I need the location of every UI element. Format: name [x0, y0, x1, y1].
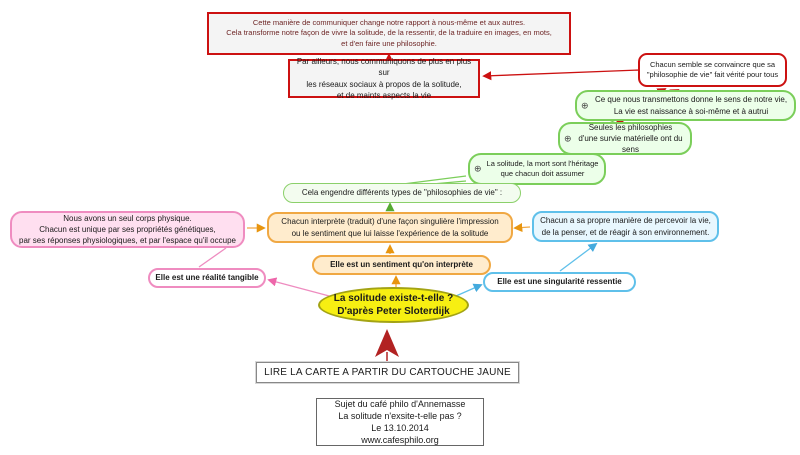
node-survie-materielle[interactable]: ⊕ Seules les philosophies d'une survie m…: [558, 122, 692, 155]
node-heritage[interactable]: ⊕ La solitude, la mort sont l'héritage q…: [468, 153, 606, 185]
node-types-philosophies[interactable]: Cela engendre différents types de "philo…: [283, 183, 521, 203]
node-perception[interactable]: Chacun a sa propre manière de percevoir …: [532, 211, 719, 242]
node-transmission-sens[interactable]: ⊕ Ce que nous transmettons donne le sens…: [575, 90, 796, 121]
read-instruction-box: LIRE LA CARTE A PARTIR DU CARTOUCHE JAUN…: [256, 362, 519, 383]
branch-label-realite-tangible[interactable]: Elle est une réalité tangible: [148, 268, 266, 288]
credit-box: Sujet du café philo d'Annemasse La solit…: [316, 398, 484, 446]
node-transmission-sens-label: Ce que nous transmettons donne le sens d…: [594, 95, 788, 116]
node-corps-physique[interactable]: Nous avons un seul corps physique. Chacu…: [10, 211, 245, 248]
node-survie-materielle-label: Seules les philosophies d'une survie mat…: [578, 122, 683, 155]
node-heritage-label: La solitude, la mort sont l'héritage que…: [486, 158, 599, 179]
branch-label-singularite-ressentie[interactable]: Elle est une singularité ressentie: [483, 272, 636, 292]
expand-icon[interactable]: ⊕: [564, 133, 572, 143]
node-interpretation[interactable]: Chacun interprète (traduit) d'une façon …: [267, 212, 513, 243]
central-topic[interactable]: La solitude existe-t-elle ? D'après Pete…: [318, 287, 469, 323]
expand-icon[interactable]: ⊕: [581, 100, 589, 110]
node-reseaux-sociaux[interactable]: Par ailleurs, nous communiquons de plus …: [288, 57, 480, 100]
node-philosophie-verite[interactable]: Chacun semble se convaincre que sa "phil…: [638, 53, 787, 87]
node-communication-change[interactable]: Cette manière de communiquer change notr…: [207, 12, 571, 55]
start-here-arrow-icon: [375, 329, 399, 357]
expand-icon[interactable]: ⊕: [474, 163, 482, 174]
branch-label-sentiment-interprete[interactable]: Elle est un sentiment qu'on interprète: [312, 255, 491, 275]
